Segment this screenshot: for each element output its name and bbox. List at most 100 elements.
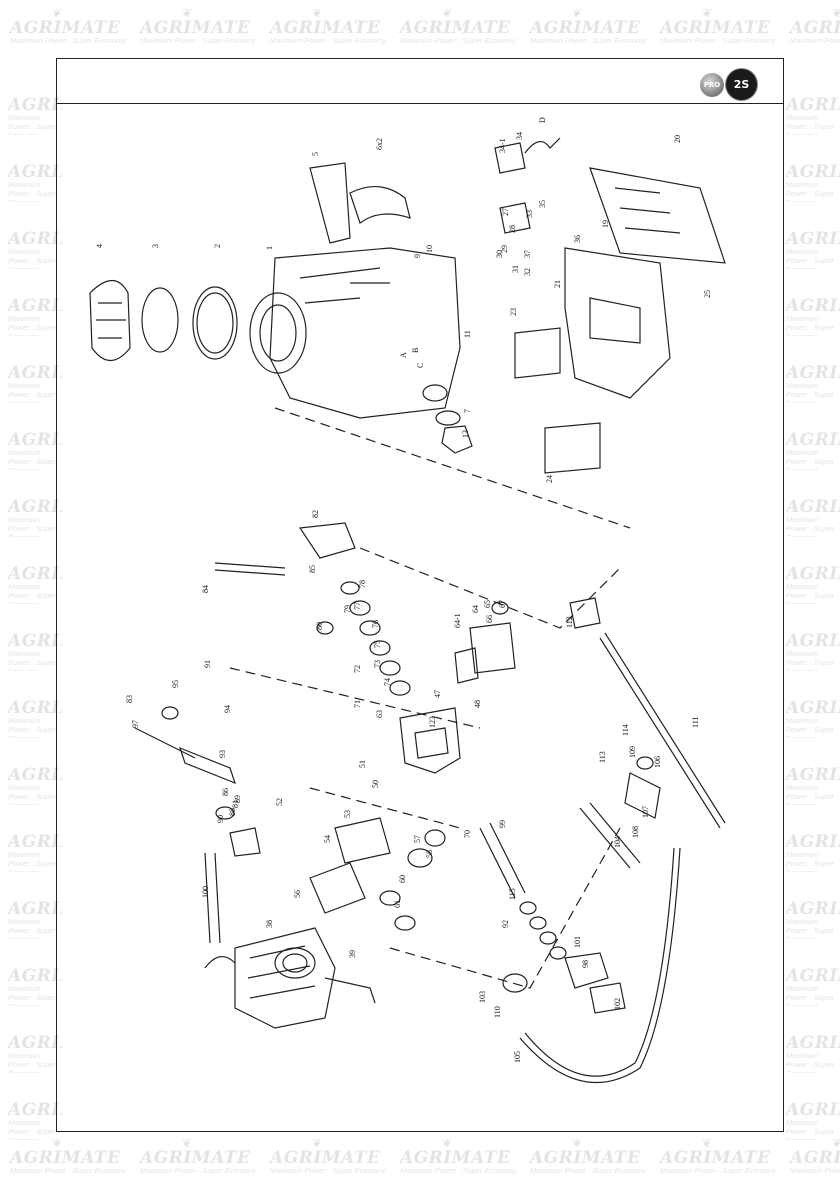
leaf-logo-icon: ❦ (828, 229, 838, 231)
switch-34 (494, 142, 526, 174)
part-number-label: 94 (223, 705, 232, 713)
lever-93 (179, 746, 236, 785)
leaf-logo-icon: ❦ (828, 497, 838, 499)
watermark-tagline: Maximum Power · Super Economy (8, 314, 56, 336)
watermark-tagline: Maximum Power · Super Economy (8, 247, 56, 269)
watermark-brand: AGRIMATE (8, 698, 62, 718)
part-number-label: 10 (425, 245, 434, 253)
watermark-brand: AGRIMATE (400, 18, 511, 38)
part-number-label: 104 (613, 836, 622, 848)
part-number-label: 67 (498, 600, 507, 608)
part-number-label: 80 (315, 622, 324, 630)
watermark-brand: AGRIMATE (786, 430, 840, 450)
part-number-label: 29 (500, 245, 509, 253)
watermark-tagline: Maximum Power · Super Economy (786, 247, 834, 269)
part-number-label: 102 (613, 998, 622, 1010)
part-number-label: 31 (511, 265, 520, 273)
part-number-label: 83 (125, 695, 134, 703)
watermark-brand: AGRIMATE (660, 1148, 771, 1168)
leaf-logo-icon: ❦ (182, 6, 193, 20)
part-number-label: 103 (478, 991, 487, 1003)
part-number-label: 34-1 (498, 138, 507, 153)
part-number-label: 78 (358, 580, 367, 588)
rod-84 (214, 562, 286, 569)
pro-badge-icon: PRO (700, 73, 724, 97)
part-number-label: 6x2 (375, 138, 384, 150)
tank-neck (249, 292, 307, 374)
part-number-label: 19 (601, 220, 610, 228)
part-number-label: 105 (513, 1051, 522, 1063)
watermark-brand: AGRIMATE (8, 363, 62, 383)
leaf-logo-icon: ❦ (828, 698, 838, 700)
watermark-tagline: Maximum Power · Super Economy (786, 180, 834, 202)
part-number-label: 48 (473, 700, 482, 708)
watermark-brand: AGRIMATE (790, 1148, 840, 1168)
watermark-tagline: Maximum Power · Super Economy (400, 1166, 516, 1175)
watermark-brand: AGRIMATE (660, 18, 771, 38)
part-number-label: 70 (463, 830, 472, 838)
part-number-label: 74 (383, 678, 392, 686)
part-number-label: 13 (461, 430, 470, 438)
part-number-label: 90 (216, 815, 225, 823)
tube-104 (579, 807, 631, 869)
watermark-brand: AGRIMATE (270, 18, 381, 38)
leaf-logo-icon: ❦ (52, 1136, 63, 1150)
leaf-logo-icon: ❦ (828, 1100, 838, 1102)
watermark-tagline: Maximum Power · Super Economy (8, 448, 56, 470)
part-number-label: 110 (493, 1006, 502, 1018)
part-number-label: 38 (265, 920, 274, 928)
part-number-label: 20 (673, 135, 682, 143)
watermark-brand: AGRIMATE (786, 832, 840, 852)
watermark-brand: AGRIMATE (530, 18, 641, 38)
watermark-tagline: Maximum Power · Super Economy (8, 1118, 56, 1140)
watermark-brand: AGRIMATE (786, 966, 840, 986)
leaf-logo-icon: ❦ (828, 363, 838, 365)
watermark-brand: AGRIMATE (140, 1148, 251, 1168)
watermark-tagline: Maximum Power · Super Economy (786, 448, 834, 470)
watermark-tagline: Maximum Power · Super Economy (270, 1166, 386, 1175)
part-number-label: D (538, 117, 547, 123)
frame-19 (564, 247, 671, 399)
part-number-label: 33 (525, 210, 534, 218)
watermark-tagline: Maximum Power · Super Economy (10, 1166, 126, 1175)
part-number-label: 5 (311, 152, 320, 156)
watermark-tagline: Maximum Power · Super Economy (786, 381, 834, 403)
leaf-logo-icon: ❦ (52, 6, 63, 20)
watermark-tagline: Maximum Power · Super Economy (530, 1166, 646, 1175)
watermark-tagline: Maximum Power · Super Economy (790, 1166, 840, 1175)
watermark-brand: AGRIMATE (786, 1033, 840, 1053)
part-number-label: 93 (218, 750, 227, 758)
bracket-24 (544, 422, 601, 474)
watermark-brand: AGRIMATE (8, 966, 62, 986)
watermark-brand: AGRIMATE (786, 899, 840, 919)
part-number-label: 81 (231, 800, 240, 808)
watermark-tagline: Maximum Power · Super Economy (400, 36, 516, 45)
part-number-label: C (416, 363, 425, 368)
cover-64 (469, 622, 516, 674)
watermark-tagline: Maximum Power · Super Economy (786, 716, 834, 738)
bracket-23 (514, 327, 561, 379)
part-number-label: 1 (265, 246, 274, 250)
part-number-label: 82 (311, 510, 320, 518)
part-number-label: 52 (275, 798, 284, 806)
part-number-label: 112 (565, 616, 574, 628)
gasket-54 (334, 817, 391, 864)
part-number-label: 65 (483, 600, 492, 608)
leaf-logo-icon: ❦ (828, 899, 838, 901)
part-number-label: 111 (691, 717, 700, 728)
hose-111 (599, 637, 721, 829)
